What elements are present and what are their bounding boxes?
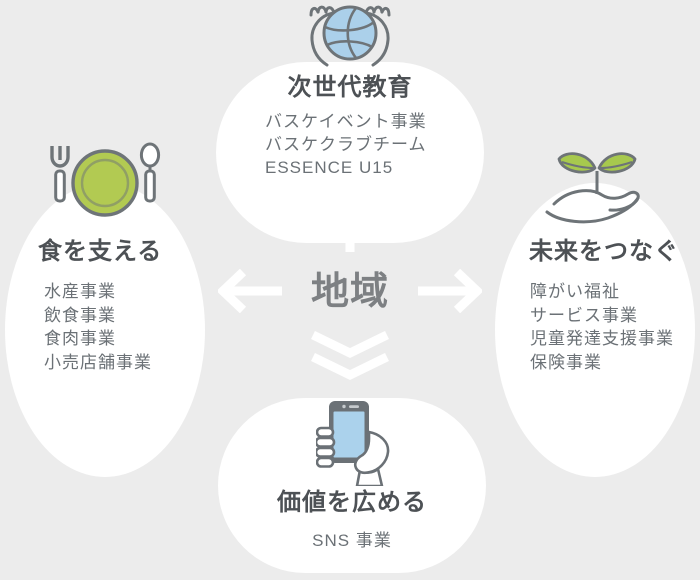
business-item: バスケイベント事業 — [265, 112, 427, 131]
business-item: 食肉事業 — [44, 329, 116, 348]
business-item: バスケクラブチーム — [265, 135, 427, 154]
business-list-left: 水産事業 飲食事業 食肉事業 小売店舗事業 — [44, 280, 152, 374]
down-double-chevron-icon — [311, 330, 389, 381]
gripping-hand — [316, 426, 390, 486]
business-item: 飲食事業 — [44, 305, 116, 325]
basketball-in-hands-icon — [309, 5, 391, 67]
business-item: 保険事業 — [530, 352, 602, 372]
section-supporting-food: 食を支える 水産事業 飲食事業 食肉事業 小売店舗事業 — [5, 183, 205, 477]
basketball — [322, 5, 378, 61]
open-hand — [545, 189, 640, 224]
plate — [71, 149, 139, 217]
section-title-top: 次世代教育 — [287, 74, 413, 101]
hand-holding-smartphone-icon — [316, 401, 390, 486]
plate-fork-spoon-icon — [50, 142, 161, 217]
section-title-left: 食を支える — [38, 238, 163, 265]
business-item: SNS 事業 — [312, 531, 392, 550]
spoon — [139, 142, 161, 203]
center-label: 地域 — [310, 271, 389, 313]
business-item: 小売店舗事業 — [44, 352, 152, 372]
fork — [50, 146, 70, 203]
left-hand — [309, 5, 336, 67]
section-connecting-future: 未来をつなぐ 障がい福祉 サービス事業 児童発達支援事業 保険事業 — [495, 183, 695, 477]
business-item: サービス事業 — [530, 305, 638, 325]
smartphone — [329, 401, 369, 463]
business-item: 水産事業 — [44, 282, 116, 301]
section-title-right: 未来をつなぐ — [529, 238, 679, 265]
business-item: 障がい福祉 — [530, 282, 620, 301]
business-item: ESSENCE U15 — [265, 158, 394, 177]
sprout — [557, 152, 637, 194]
hand-holding-sprout-icon — [545, 152, 640, 224]
section-title-bottom: 価値を広める — [277, 489, 427, 516]
up-arrow-icon — [327, 208, 373, 252]
business-list-bottom: SNS 事業 — [218, 529, 486, 552]
left-arrow-icon — [218, 269, 282, 313]
business-item: 児童発達支援事業 — [530, 329, 674, 348]
business-list-right: 障がい福祉 サービス事業 児童発達支援事業 保険事業 — [530, 280, 674, 374]
right-arrow-icon — [418, 269, 482, 313]
business-list-top: バスケイベント事業 バスケクラブチーム ESSENCE U15 — [265, 110, 427, 179]
